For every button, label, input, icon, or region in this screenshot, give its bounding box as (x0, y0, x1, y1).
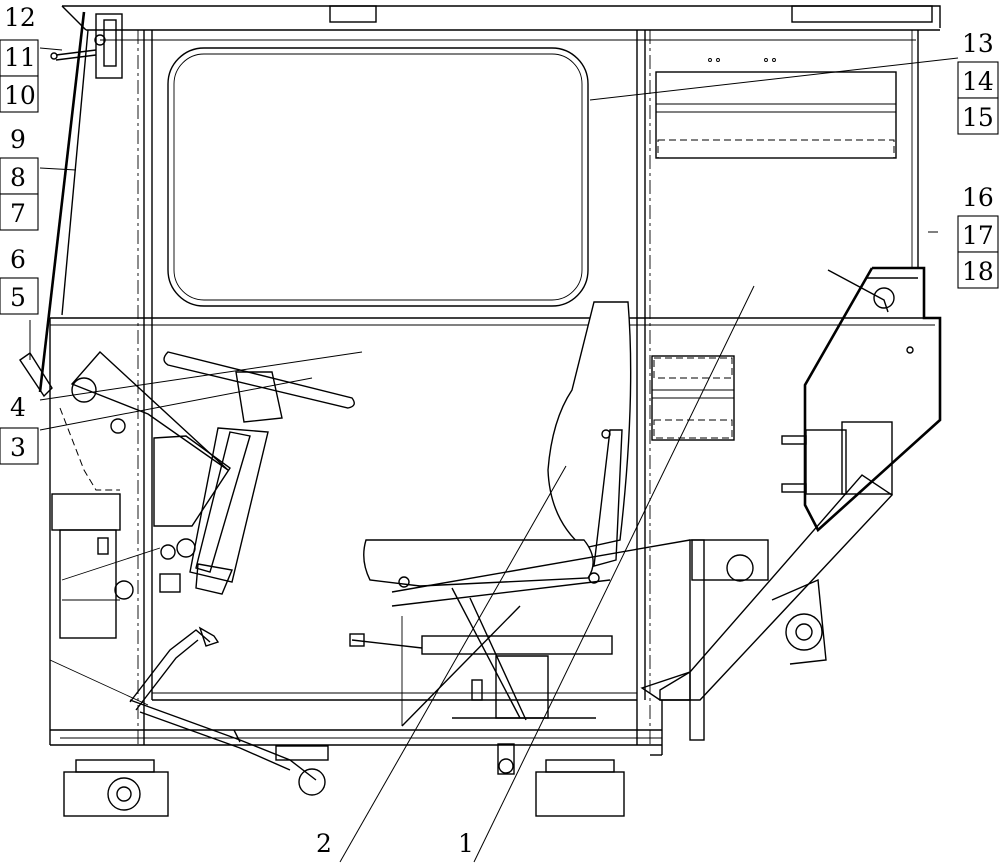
callout-2: 2 (316, 829, 332, 858)
callouts-bottom: 2 1 (316, 829, 474, 858)
callout-3: 3 (10, 433, 26, 462)
callout-13: 13 (962, 29, 994, 58)
callout-11: 11 (4, 43, 36, 72)
callout-12: 12 (4, 3, 36, 32)
callout-10: 10 (4, 81, 36, 110)
callout-4: 4 (10, 393, 26, 422)
operator-seat (349, 301, 691, 727)
callout-8: 8 (10, 163, 26, 192)
callout-5: 5 (10, 283, 26, 312)
roof (61, 5, 941, 41)
callouts-left: 12 11 10 9 8 7 6 5 4 3 (0, 3, 39, 465)
mount-feet (63, 743, 625, 817)
callout-16: 16 (962, 183, 994, 212)
callout-18: 18 (962, 257, 994, 286)
rear-vent (651, 58, 897, 441)
callouts-right: 13 14 15 16 17 18 (957, 29, 999, 289)
door-window (167, 47, 589, 307)
callout-9: 9 (10, 125, 26, 154)
rear-console (640, 266, 942, 741)
callout-7: 7 (10, 199, 26, 228)
leader-lines (29, 47, 959, 863)
callout-14: 14 (962, 67, 994, 96)
callout-17: 17 (962, 221, 994, 250)
callout-15: 15 (962, 103, 994, 132)
front-pillar (19, 11, 123, 398)
control-box (51, 493, 196, 639)
steering-column (59, 350, 355, 595)
callout-6: 6 (10, 245, 26, 274)
pedal-linkage (129, 626, 329, 796)
callout-1: 1 (458, 829, 474, 858)
